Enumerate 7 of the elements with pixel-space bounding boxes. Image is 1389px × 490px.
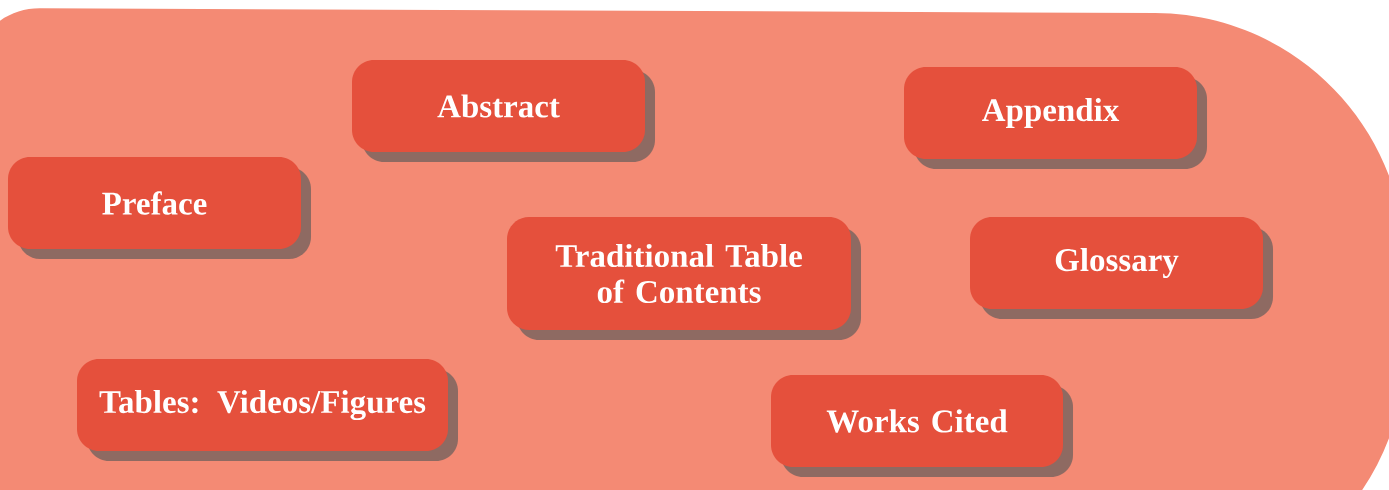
- label-box: Preface: [8, 157, 311, 259]
- label-box: Abstract: [352, 60, 655, 162]
- label-box: Glossary: [970, 217, 1273, 319]
- label-box: Appendix: [904, 67, 1207, 169]
- label-box: Traditional Table of Contents: [507, 217, 861, 340]
- label-box: Tables: Videos/Figures: [77, 359, 458, 461]
- label-box: Works Cited: [771, 375, 1073, 477]
